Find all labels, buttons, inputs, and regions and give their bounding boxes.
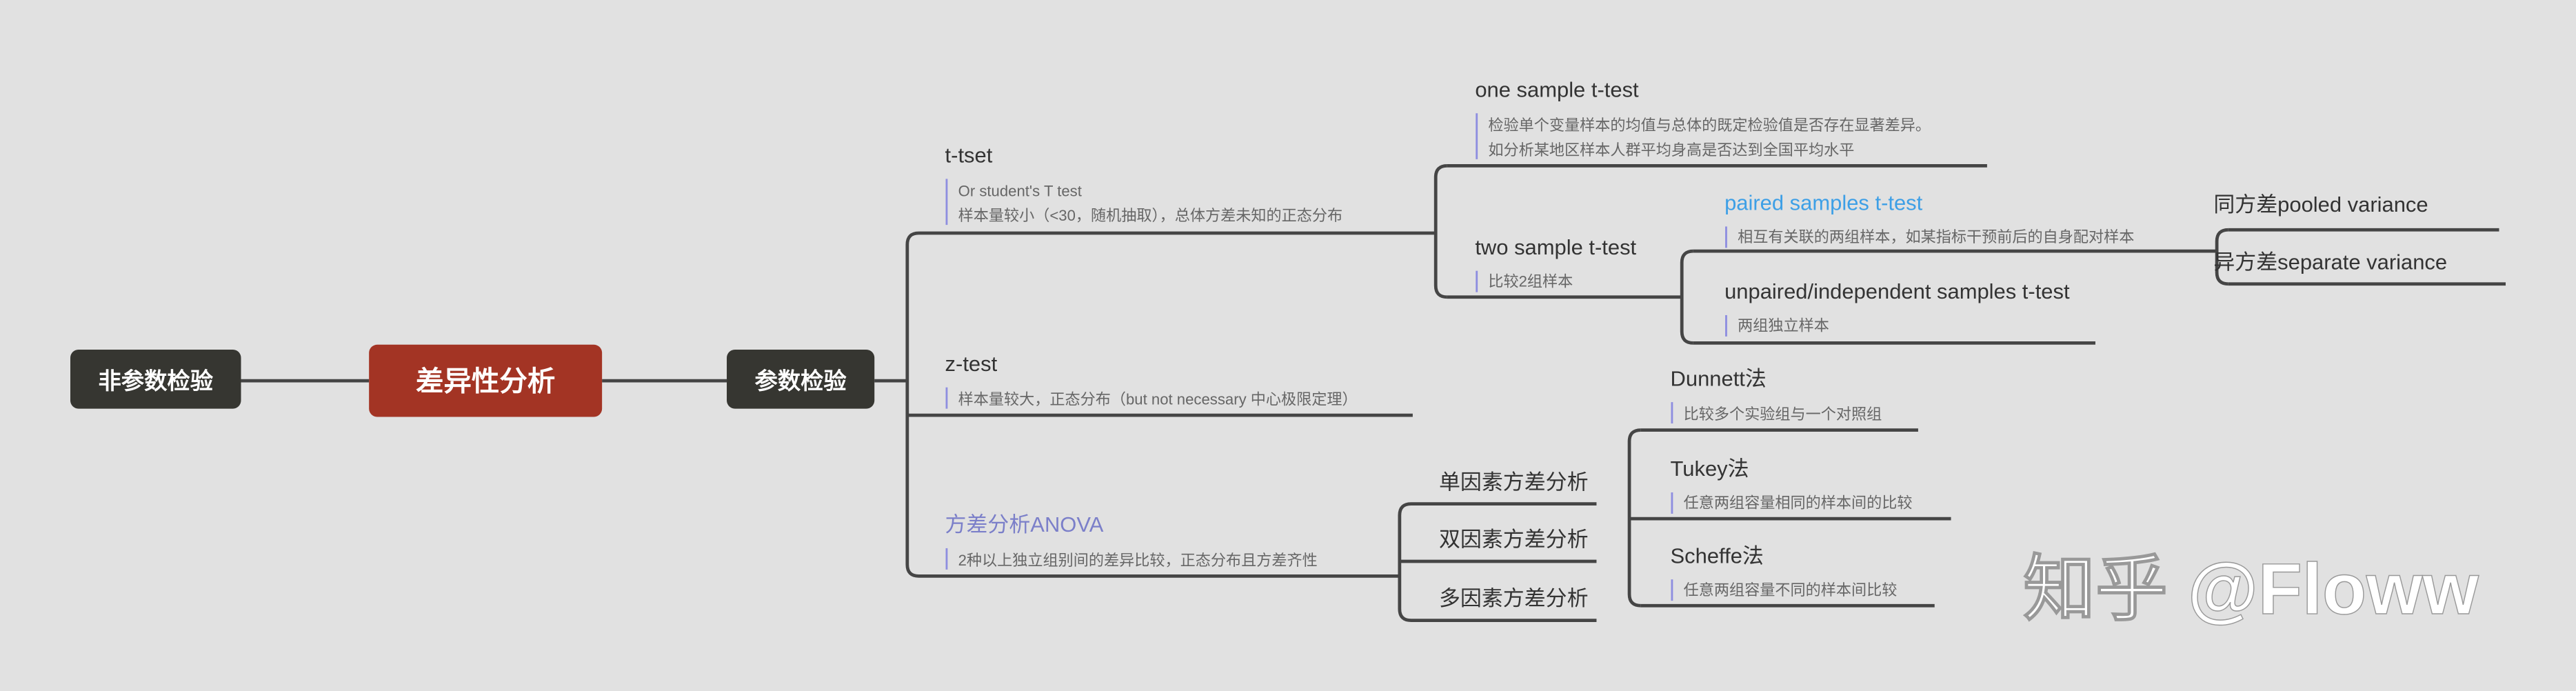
node-title: paired samples t-test — [1724, 191, 1923, 215]
node-label: 参数检验 — [754, 368, 847, 394]
node-note: 比较多个实验组与一个对照组 — [1684, 405, 1882, 423]
node-two-way[interactable]: 双因素方差分析 — [1439, 528, 1589, 552]
node-paired[interactable]: paired samples t-test 相互有关联的两组样本，如某指标干预前… — [1724, 191, 2134, 248]
node-title: 多因素方差分析 — [1439, 586, 1589, 610]
node-one-way[interactable]: 单因素方差分析 — [1439, 470, 1589, 494]
node-title: 单因素方差分析 — [1439, 470, 1589, 494]
node-title: one sample t-test — [1475, 77, 1639, 101]
node-tukey[interactable]: Tukey法 任意两组容量相同的样本间的比较 — [1671, 457, 1913, 514]
root-label: 差异性分析 — [416, 365, 555, 397]
watermark: 知乎 @Floww — [2023, 549, 2479, 630]
node-title: 同方差pooled variance — [2213, 192, 2428, 217]
node-title: Dunnett法 — [1671, 366, 1767, 390]
node-title: t-tset — [945, 143, 993, 168]
branch-bracket — [905, 231, 919, 578]
node-note: 2种以上独立组别间的差异比较，正态分布且方差齐性 — [958, 552, 1318, 569]
node-title: Tukey法 — [1671, 457, 1749, 481]
node-label: 非参数检验 — [98, 368, 213, 394]
node-note: 相互有关联的两组样本，如某指标干预前后的自身配对样本 — [1738, 228, 2134, 246]
node-title: two sample t-test — [1475, 235, 1636, 259]
node-pooled[interactable]: 同方差pooled variance — [2213, 192, 2428, 217]
node-note: 检验单个变量样本的均值与总体的既定检验值是否存在显著差异。 — [1488, 117, 1931, 134]
node-anova[interactable]: 方差分析ANOVA 2种以上独立组别间的差异比较，正态分布且方差齐性 — [945, 512, 1318, 570]
node-nonparametric[interactable]: 非参数检验 — [70, 349, 241, 409]
branch-bracket — [1433, 164, 1447, 299]
node-note: Or student's T test — [958, 182, 1082, 199]
node-note: 任意两组容量不同的样本间比较 — [1684, 581, 1898, 599]
node-title: 异方差separate variance — [2213, 250, 2447, 274]
node-root[interactable]: 差异性分析 — [369, 344, 603, 417]
node-parametric[interactable]: 参数检验 — [727, 349, 875, 409]
node-title: 方差分析ANOVA — [945, 512, 1104, 537]
root-box — [369, 344, 603, 417]
node-note: 样本量较小（<30，随机抽取），总体方差未知的正态分布 — [958, 207, 1342, 224]
connectors — [905, 164, 2506, 623]
node-box — [70, 349, 241, 409]
node-dunnett[interactable]: Dunnett法 比较多个实验组与一个对照组 — [1671, 366, 1882, 424]
node-t-test[interactable]: t-tset Or student's T test 样本量较小（<30，随机抽… — [945, 143, 1343, 226]
node-title: z-test — [945, 352, 998, 376]
node-multi-way[interactable]: 多因素方差分析 — [1439, 586, 1589, 610]
node-note: 比较2组样本 — [1488, 272, 1573, 290]
node-note: 样本量较大，正态分布（but not necessary 中心极限定理） — [958, 391, 1358, 408]
node-note: 任意两组容量相同的样本间的比较 — [1684, 494, 1913, 512]
node-note: 两组独立样本 — [1738, 317, 1829, 334]
node-title: unpaired/independent samples t-test — [1724, 279, 2070, 303]
node-title: Scheffe法 — [1671, 543, 1764, 568]
node-box — [727, 349, 875, 409]
node-one-sample[interactable]: one sample t-test 检验单个变量样本的均值与总体的既定检验值是否… — [1475, 77, 1931, 159]
node-separate[interactable]: 异方差separate variance — [2213, 250, 2447, 274]
branch-bracket — [2215, 228, 2228, 286]
node-note: 如分析某地区样本人群平均身高是否达到全国平均水平 — [1488, 141, 1854, 159]
branch-bracket — [1627, 428, 1641, 608]
node-scheffe[interactable]: Scheffe法 任意两组容量不同的样本间比较 — [1671, 543, 1898, 601]
node-title: 双因素方差分析 — [1439, 528, 1589, 552]
node-z-test[interactable]: z-test 样本量较大，正态分布（but not necessary 中心极限… — [945, 352, 1358, 409]
node-unpaired[interactable]: unpaired/independent samples t-test 两组独立… — [1724, 279, 2070, 337]
node-two-sample[interactable]: two sample t-test 比较2组样本 — [1475, 235, 1637, 292]
branch-bracket — [1680, 249, 1693, 345]
